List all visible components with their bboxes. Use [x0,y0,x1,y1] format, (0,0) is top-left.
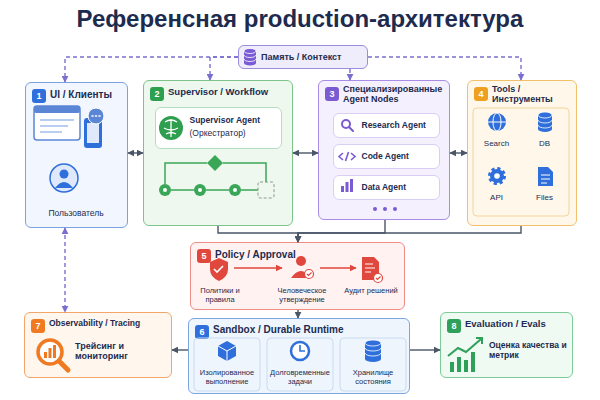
section-heading: Специализированные Agent Nodes [343,84,447,105]
tools-box: 4 Tools / ИнструментыSearchDB APIFiles [467,80,577,226]
item-label: Supervisor Agent [190,116,280,126]
item-label: Files [521,193,569,202]
orchestrator-box: Supervisor Agent (Оркестратор) [155,107,282,149]
item-label: Хранилище состояния [338,369,408,386]
context-link [368,57,521,80]
item-label: Search [473,139,521,148]
item-label: Пользователь [26,209,126,219]
page-title: Референсная production-архитектура [0,5,600,33]
item-label: DB [521,139,569,148]
context-link [349,69,350,80]
flow-arrow [172,349,188,350]
context-link [65,57,238,82]
item-label: Изолированное выполнение [192,369,262,386]
callout-number: 4 [474,87,488,101]
callout-number: 6 [195,325,209,339]
flow-arrow [298,220,385,242]
flow-arrow [298,226,521,242]
flow-arrow [128,152,143,153]
supervisor-box: 2 Supervisor / WorkflowSupervisor Agent (О… [143,80,293,226]
callout-number: 5 [197,249,211,263]
flow-arrow [410,349,440,350]
item-label: Долговременные задачи [265,369,335,386]
item-label: Code Agent [362,152,438,162]
item-label: Research Agent [362,121,438,131]
flow-arrow [218,226,298,242]
callout-number: 1 [32,89,46,103]
policy-box: 5 Policy / ApprovalПолитики и правила Чело… [190,242,405,310]
item-label: Аудит решений [341,287,401,296]
flow-arrow [450,152,467,153]
item-label: Оценка качества и метрик [489,341,569,361]
callout-number: 3 [325,87,339,101]
item-label: Data Agent [362,183,438,193]
item-label: Политики и правила [191,287,249,304]
callout-number: 8 [447,319,461,333]
item-label: API [473,193,521,202]
flow-arrow [293,152,318,153]
item-label: Трейсинг и мониторинг [75,341,167,362]
agent-box: Data Agent [333,175,440,200]
callout-number: 7 [31,319,45,333]
callout-number: 2 [150,87,164,101]
section-heading: Tools / Инструменты [492,84,572,105]
agent-nodes-box: 3 Специализированные Agent NodesResearch … [318,80,450,220]
section-heading: Evaluation / Evals [465,319,569,330]
section-heading: Policy / Approval [215,249,365,261]
section-heading: Observability / Tracing [49,319,169,329]
context-link [64,228,65,312]
memory-box: Память / Контекст [238,45,368,69]
client-box: 1 UI / КлиентыПользователь [25,82,128,228]
runtime-box: 6 Sandbox / Durable RuntimeИзолированное … [188,318,410,394]
item-label: (Оркестратор) [190,129,280,139]
section-heading: Sandbox / Durable Runtime [213,324,403,336]
item-label: Человеческое утверждение [267,287,337,304]
flow-arrow [297,310,298,318]
connector-group [65,57,521,350]
context-link [210,57,238,80]
evaluation-box: 8 Evaluation / EvalsОценка качества и мет… [440,312,573,378]
section-heading: Supervisor / Workflow [168,87,290,98]
agent-box: Code Agent [333,144,440,169]
observability-box: 7 Observability / TracingТрейсинг и монит… [24,312,172,378]
agent-box: Research Agent [333,113,440,138]
section-heading: UI / Клиенты [50,89,126,101]
section-heading: Память / Контекст [261,52,365,62]
